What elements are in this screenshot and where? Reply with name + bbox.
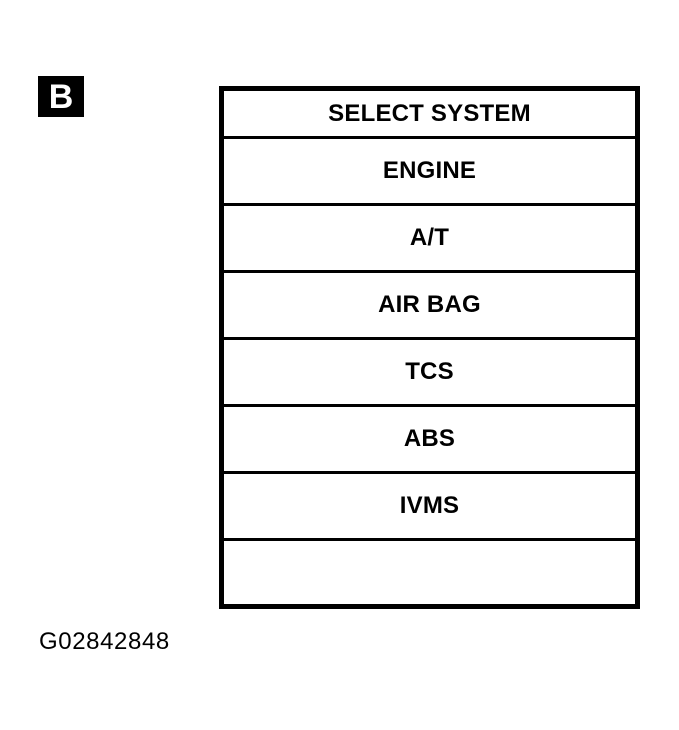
menu-item-engine[interactable]: ENGINE xyxy=(224,139,635,206)
menu-item-tcs[interactable]: TCS xyxy=(224,340,635,407)
menu-item-label: ABS xyxy=(403,425,456,452)
menu-item-label: TCS xyxy=(405,358,454,385)
menu-item-label: ENGINE xyxy=(382,157,477,184)
menu-item-label: AIR BAG xyxy=(378,291,481,318)
figure-label-badge: B xyxy=(38,76,84,117)
menu-header-label: SELECT SYSTEM xyxy=(328,99,531,127)
figure-label-text: B xyxy=(48,77,74,116)
select-system-menu: SELECT SYSTEM ENGINE A/T AIR BAG TCS ABS… xyxy=(219,86,640,609)
figure-id-caption: G02842848 xyxy=(39,628,170,655)
menu-item-ivms[interactable]: IVMS xyxy=(224,474,635,541)
menu-item-at[interactable]: A/T xyxy=(224,206,635,273)
menu-row-blank xyxy=(224,541,635,604)
menu-item-abs[interactable]: ABS xyxy=(224,407,635,474)
menu-item-air-bag[interactable]: AIR BAG xyxy=(224,273,635,340)
menu-header: SELECT SYSTEM xyxy=(224,91,635,139)
menu-item-label: IVMS xyxy=(399,492,460,519)
menu-item-label: A/T xyxy=(409,224,450,251)
